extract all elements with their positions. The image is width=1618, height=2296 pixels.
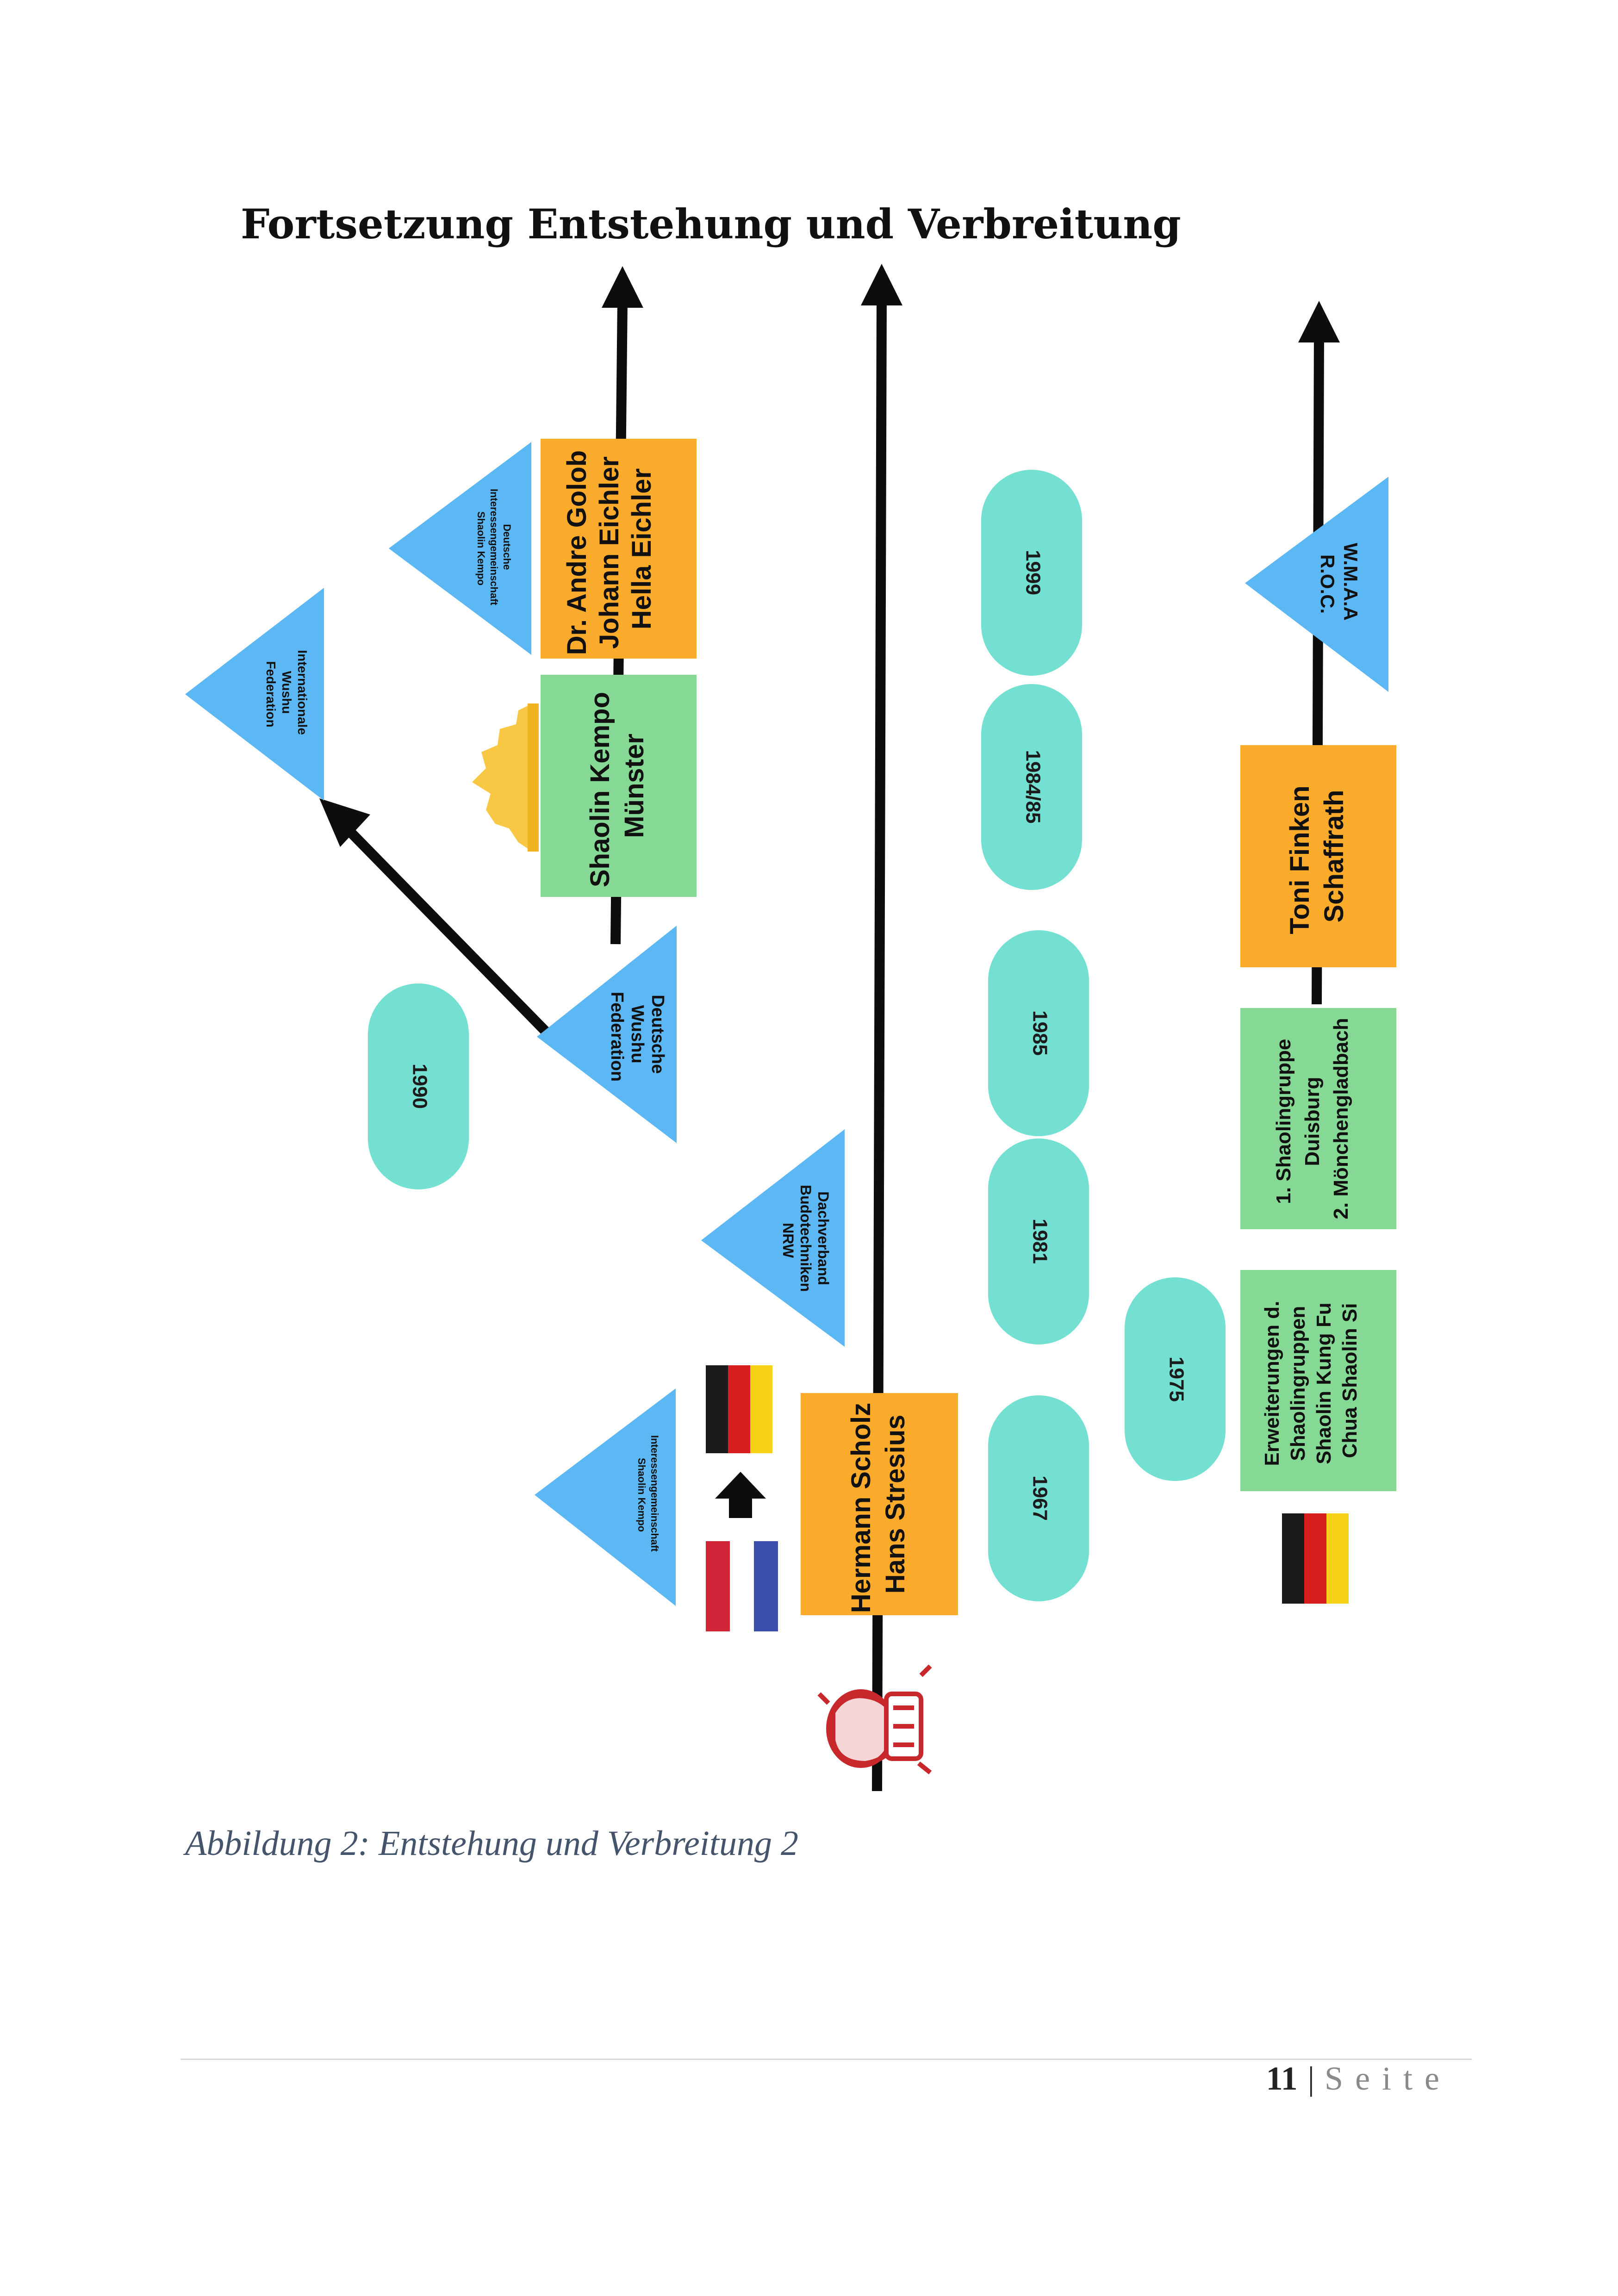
- box-nodes: [541, 439, 1396, 1615]
- box-finken: [1240, 745, 1396, 967]
- triangle-dbnrw: [701, 1129, 845, 1347]
- page-footer: 11| Seite: [1266, 2060, 1451, 2098]
- triangle-igsk: [535, 1388, 676, 1606]
- box-golob-label: Dr. Andre Golob Johann Eichler Hella Eic…: [562, 443, 657, 655]
- box-kempo-label: Shaolin Kempo Münster: [585, 684, 649, 887]
- pill-1999: [981, 470, 1082, 676]
- page-label: Seite: [1325, 2060, 1451, 2097]
- triangle-nodes: [185, 442, 1388, 1606]
- triangle-dwf-label: Deutsche Wushu Federation: [607, 992, 667, 1082]
- triangle-wmaa-label: W.M.A.A R.O.C.: [1317, 543, 1362, 625]
- page-number: 11: [1266, 2060, 1298, 2097]
- triangle-igsk-label: Interessengemeinschaft Shaolin Kempo: [636, 1435, 660, 1555]
- box-finken-label: Toni Finken Schaffrath: [1285, 778, 1349, 934]
- year-label-1985: 1985: [1028, 1010, 1051, 1056]
- triangle-dwf: [537, 926, 677, 1143]
- year-label-1967: 1967: [1028, 1475, 1051, 1521]
- box-trainingsgruppe: [1240, 1008, 1396, 1229]
- year-label-1984-85: 1984/85: [1021, 750, 1044, 823]
- pill-1975: [1125, 1277, 1226, 1481]
- fist-logo-icon: [817, 1664, 932, 1774]
- pill-1985: [988, 930, 1089, 1136]
- box-trainingsgruppe-label: 1. Shaolingruppe Duisburg 2. Mönchenglad…: [1272, 1018, 1352, 1219]
- pill-1984-85: [981, 684, 1082, 890]
- up-arrow-icon: [715, 1472, 766, 1518]
- box-scholz-label: Hermann Scholz Hans Stresius: [846, 1395, 910, 1613]
- year-label-1981: 1981: [1028, 1219, 1051, 1264]
- diagonal-arrowhead: [319, 798, 370, 847]
- left-arrowhead: [602, 266, 643, 308]
- page-heading: Fortsetzung Entstehung und Verbreitung: [241, 200, 1181, 248]
- footer-rule: [180, 2059, 1472, 2060]
- triangle-dig: [389, 442, 531, 655]
- footer-separator: |: [1307, 2060, 1315, 2097]
- triangle-labels: Internationale Wushu Federation Deutsche…: [264, 489, 1362, 1555]
- triangle-iwf: [185, 588, 324, 801]
- box-erweiterungen: [1240, 1270, 1396, 1491]
- year-pills: [368, 470, 1226, 1601]
- timeline-arrowheads: [319, 264, 1340, 847]
- german-flag-icon-right: [1282, 1513, 1349, 1604]
- year-label-1999: 1999: [1021, 550, 1044, 595]
- box-scholz: [801, 1393, 958, 1615]
- dutch-flag-icon: [706, 1541, 778, 1631]
- box-kempo: [541, 675, 697, 897]
- pill-1967: [988, 1395, 1089, 1601]
- right-arrowhead: [1298, 301, 1340, 342]
- figure-caption: Abbildung 2: Entstehung und Verbreitung …: [185, 1824, 798, 1863]
- pill-1990: [368, 983, 469, 1189]
- box-erweiterungen-label: Erweiterungen d. Shaolingruppen Shaolin …: [1261, 1295, 1361, 1466]
- year-label-1975: 1975: [1165, 1356, 1188, 1402]
- year-labels: 1999 1984/85 1985 1981 1967 1975 1990: [408, 550, 1188, 1521]
- triangle-dig-label: Deutsche Interessengemeinschaft Shaolin …: [475, 489, 513, 608]
- pill-1981: [988, 1139, 1089, 1344]
- box-golob: [541, 439, 697, 659]
- triangle-dbnrw-label: Dachverband Budotechniken NRW: [780, 1185, 832, 1296]
- crown-icon: [472, 703, 539, 852]
- triangle-iwf-label: Internationale Wushu Federation: [264, 650, 310, 738]
- german-flag-icon: [706, 1365, 772, 1453]
- triangle-wmaa: [1245, 477, 1388, 692]
- year-label-1990: 1990: [408, 1064, 431, 1109]
- box-labels: Dr. Andre Golob Johann Eichler Hella Eic…: [562, 443, 1361, 1613]
- center-arrowhead: [861, 264, 902, 305]
- diagonal-branch-line: [336, 818, 557, 1043]
